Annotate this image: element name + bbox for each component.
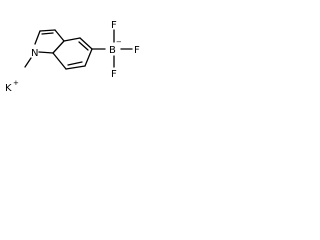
boron-charge-label: − [116,38,122,46]
bond-c2-c3-double [41,32,54,35]
bond-c7-c7a [52,52,67,70]
boron-atom-label: B [109,45,116,56]
bond-c6-c7-double [67,61,83,66]
bond-c6-c7 [65,65,86,70]
bond-n1-c2 [34,30,41,45]
bond-c3a-c4 [63,37,81,42]
potassium-charge-label: + [13,79,19,87]
bond-n-methyl [24,57,32,68]
nitrogen-atom-label: N [31,48,38,59]
indole-ring [34,29,93,70]
fluorine-bottom-label: F [111,69,117,80]
bond-c4-c5-double [78,41,89,51]
bond-c3-c3a [54,29,65,42]
fluorine-right-label: F [134,45,140,56]
bond-c7a-n1 [38,51,54,54]
fluorine-top-label: F [111,20,117,31]
bond-c3a-c7a [52,40,65,54]
bond-c5-c6 [84,48,93,67]
bond-c2-c3 [39,29,56,32]
chemical-structure: N B − F F F K + [5,20,140,94]
potassium-atom-label: K [5,83,12,94]
bond-c4-c5 [79,37,93,50]
